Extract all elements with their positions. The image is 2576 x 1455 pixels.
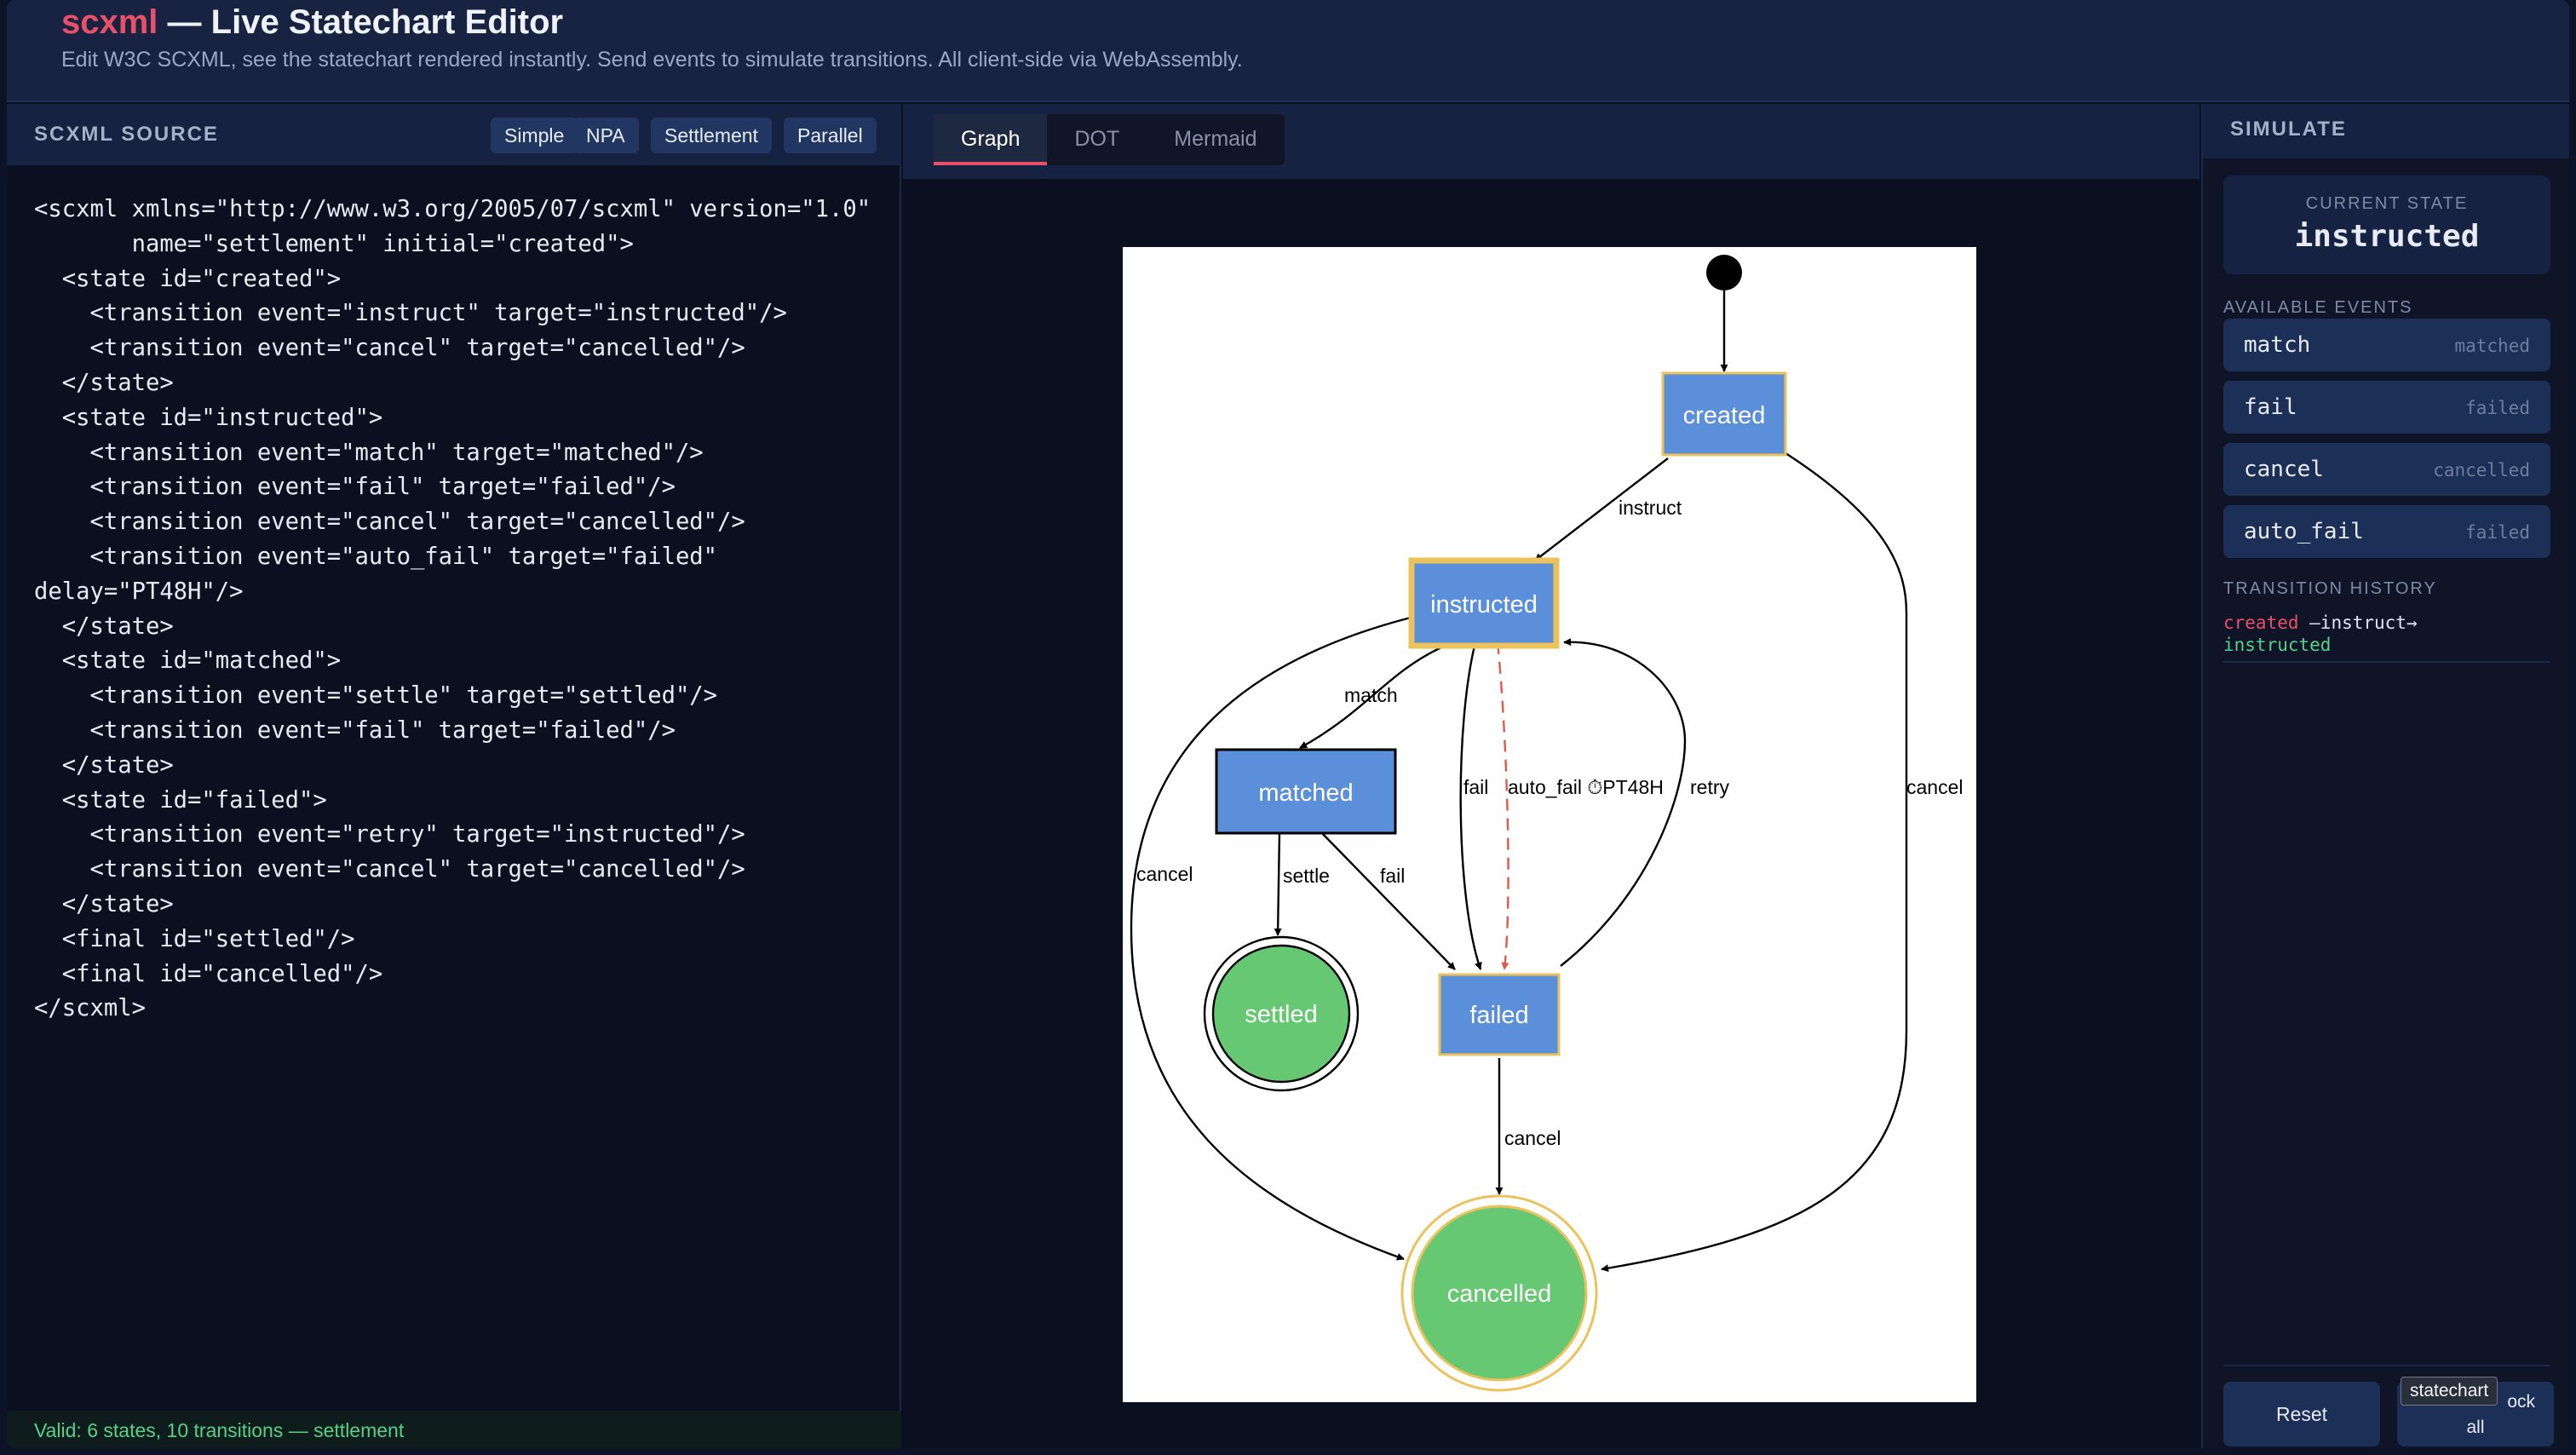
source-panel: SCXML SOURCE Simple NPA Settlement Paral… bbox=[7, 104, 901, 1448]
simulate-header: SIMULATE bbox=[2203, 104, 2569, 158]
edge-label-settle: settle bbox=[1283, 865, 1330, 887]
history-event: —instruct→ bbox=[2298, 612, 2418, 633]
state-failed[interactable]: failed bbox=[1438, 973, 1561, 1056]
statechart-canvas: instruct cancel match cancel fail auto_f… bbox=[1123, 247, 1976, 1402]
edge-cancel-created bbox=[1601, 450, 1908, 1273]
edge-label-auto-fail: auto_fail ⏱PT48H bbox=[1508, 776, 1664, 798]
source-panel-header: SCXML SOURCE Simple NPA Settlement Paral… bbox=[7, 104, 901, 165]
state-created[interactable]: created bbox=[1661, 371, 1787, 457]
event-button-auto-fail[interactable]: auto_fail failed bbox=[2223, 505, 2550, 558]
state-cancelled[interactable]: cancelled bbox=[1400, 1194, 1598, 1392]
event-name: fail bbox=[2244, 394, 2297, 420]
brand-name: scxml bbox=[61, 3, 158, 41]
preset-parallel-button[interactable]: Parallel bbox=[784, 118, 877, 153]
preset-simple-button[interactable]: Simple bbox=[491, 118, 578, 153]
event-target: failed bbox=[2465, 522, 2530, 543]
graph-panel: Graph DOT Mermaid bbox=[903, 104, 2199, 1448]
edge-match bbox=[1299, 646, 1442, 750]
edge-fail-instructed bbox=[1459, 641, 1482, 970]
tab-dot[interactable]: DOT bbox=[1074, 127, 1120, 151]
event-button-fail[interactable]: fail failed bbox=[2223, 381, 2550, 434]
event-target: cancelled bbox=[2433, 460, 2530, 480]
app-window: scxml — Live Statechart Editor Edit W3C … bbox=[7, 0, 2569, 1448]
history-to-state: instructed bbox=[2223, 635, 2332, 655]
edge-label-instruct: instruct bbox=[1619, 497, 1682, 519]
edge-label-fail-matched: fail bbox=[1380, 865, 1405, 887]
edge-label-match: match bbox=[1344, 684, 1398, 706]
view-tabs-bar: Graph DOT Mermaid bbox=[903, 104, 2199, 179]
statechart-graph: instruct cancel match cancel fail auto_f… bbox=[1130, 255, 1963, 1392]
current-state-label: CURRENT STATE bbox=[2305, 194, 2469, 213]
tab-graph[interactable]: Graph bbox=[934, 114, 1048, 165]
tab-mermaid[interactable]: Mermaid bbox=[1174, 127, 1257, 151]
lock-button-label: ock bbox=[2507, 1392, 2535, 1412]
validation-status-bar: Valid: 6 states, 10 transitions — settle… bbox=[7, 1411, 901, 1448]
lock-button-label-2: all bbox=[2466, 1418, 2485, 1437]
page-subtitle: Edit W3C SCXML, see the statechart rende… bbox=[61, 48, 1243, 72]
state-label-instructed: instructed bbox=[1430, 591, 1538, 618]
transition-history-label: TRANSITION HISTORY bbox=[2223, 579, 2437, 598]
app-header: scxml — Live Statechart Editor Edit W3C … bbox=[7, 0, 2569, 102]
initial-state-marker bbox=[1706, 255, 1742, 290]
edge-settle bbox=[1274, 831, 1282, 936]
validation-status: Valid: 6 states, 10 transitions — settle… bbox=[34, 1419, 405, 1441]
edge-retry bbox=[1560, 638, 1687, 967]
preset-npa-button[interactable]: NPA bbox=[572, 118, 639, 153]
transition-history: created —instruct→instructed bbox=[2223, 612, 2550, 656]
simulate-panel: SIMULATE CURRENT STATE instructed AVAILA… bbox=[2201, 104, 2569, 1448]
edge-label-retry: retry bbox=[1690, 776, 1730, 798]
edge-fail-matched bbox=[1320, 831, 1456, 970]
event-name: match bbox=[2244, 332, 2311, 358]
view-tabs: Graph DOT Mermaid bbox=[934, 114, 1285, 165]
state-matched[interactable]: matched bbox=[1215, 748, 1397, 835]
edge-label-cancel-created: cancel bbox=[1906, 776, 1963, 798]
event-name: cancel bbox=[2244, 457, 2324, 482]
page-title: scxml — Live Statechart Editor bbox=[61, 3, 563, 42]
state-instructed[interactable]: instructed bbox=[1408, 557, 1560, 649]
state-label-matched: matched bbox=[1258, 779, 1353, 807]
tooltip: statechart bbox=[2401, 1377, 2498, 1406]
event-target: matched bbox=[2454, 336, 2530, 356]
divider bbox=[2223, 1365, 2550, 1366]
current-state-value: instructed bbox=[2294, 219, 2480, 254]
event-button-cancel[interactable]: cancel cancelled bbox=[2223, 443, 2550, 496]
reset-button[interactable]: Reset bbox=[2223, 1382, 2380, 1446]
available-events-label: AVAILABLE EVENTS bbox=[2223, 298, 2413, 317]
state-settled[interactable]: settled bbox=[1203, 935, 1360, 1092]
edge-label-cancel-instructed: cancel bbox=[1136, 863, 1193, 885]
event-button-match[interactable]: match matched bbox=[2223, 319, 2550, 371]
state-label-failed: failed bbox=[1469, 1002, 1528, 1029]
edge-auto-fail bbox=[1496, 641, 1509, 970]
event-target: failed bbox=[2465, 398, 2530, 418]
scxml-code-editor[interactable]: <scxml xmlns="http://www.w3.org/2005/07/… bbox=[34, 196, 871, 1022]
title-text: — Live Statechart Editor bbox=[158, 3, 564, 41]
state-label-created: created bbox=[1683, 402, 1766, 429]
simulate-heading: SIMULATE bbox=[2230, 118, 2347, 141]
state-label-cancelled: cancelled bbox=[1447, 1280, 1552, 1308]
source-heading: SCXML SOURCE bbox=[34, 123, 219, 146]
event-name: auto_fail bbox=[2244, 519, 2364, 544]
preset-settlement-button[interactable]: Settlement bbox=[651, 118, 772, 153]
edge-label-fail-instructed: fail bbox=[1463, 776, 1488, 798]
edge-label-cancel-failed: cancel bbox=[1504, 1127, 1561, 1149]
edge-cancel-instructed bbox=[1130, 615, 1415, 1261]
edge-instruct bbox=[1534, 457, 1669, 561]
current-state-box: CURRENT STATE instructed bbox=[2223, 175, 2550, 274]
history-from-state: created bbox=[2223, 612, 2299, 633]
divider bbox=[2223, 661, 2550, 663]
state-label-settled: settled bbox=[1245, 1001, 1317, 1028]
